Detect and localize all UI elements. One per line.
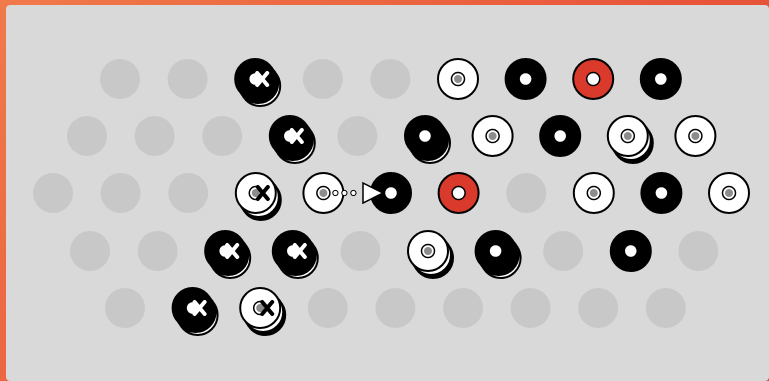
board-hole[interactable]: [511, 288, 551, 328]
board-piece-black-x[interactable]: [205, 231, 250, 278]
board-hole[interactable]: [340, 231, 380, 271]
board-hole[interactable]: [105, 288, 145, 328]
board-hole[interactable]: [168, 173, 208, 213]
board-piece-white-x[interactable]: [236, 173, 281, 220]
board-hole[interactable]: [67, 116, 107, 156]
board-hole[interactable]: [543, 231, 583, 271]
board-hole[interactable]: [168, 59, 208, 99]
board-hole[interactable]: [303, 59, 343, 99]
board-piece-black-stack[interactable]: [405, 116, 450, 163]
board-piece-black-x[interactable]: [270, 116, 315, 163]
board-piece-white[interactable]: [438, 59, 478, 99]
board-piece-black[interactable]: [540, 116, 580, 156]
board-piece-white-x[interactable]: [240, 288, 285, 335]
game-board: [6, 5, 769, 381]
board-canvas: [6, 5, 769, 381]
board-piece-white-stack[interactable]: [408, 231, 453, 278]
board-piece-white-stack[interactable]: [608, 116, 653, 163]
board-hole[interactable]: [337, 116, 377, 156]
board-piece-black[interactable]: [506, 59, 546, 99]
board-hole[interactable]: [100, 59, 140, 99]
board-hole[interactable]: [101, 173, 141, 213]
board-piece-black[interactable]: [611, 231, 651, 271]
board-hole[interactable]: [135, 116, 175, 156]
board-piece-black[interactable]: [641, 173, 681, 213]
board-hole[interactable]: [370, 59, 410, 99]
board-hole[interactable]: [678, 231, 718, 271]
board-piece-red[interactable]: [439, 173, 479, 213]
board-hole[interactable]: [308, 288, 348, 328]
board-piece-white[interactable]: [574, 173, 614, 213]
board-piece-white[interactable]: [709, 173, 749, 213]
board-piece-black-stack[interactable]: [476, 231, 521, 278]
board-hole[interactable]: [375, 288, 415, 328]
board-piece-black-x[interactable]: [235, 59, 280, 106]
board-hole[interactable]: [70, 231, 110, 271]
board-piece-red[interactable]: [573, 59, 613, 99]
board-hole[interactable]: [646, 288, 686, 328]
board-hole[interactable]: [443, 288, 483, 328]
board-piece-black[interactable]: [641, 59, 681, 99]
board-hole[interactable]: [202, 116, 242, 156]
board-piece-white[interactable]: [675, 116, 715, 156]
board-piece-black-x[interactable]: [273, 231, 318, 278]
board-piece-white[interactable]: [473, 116, 513, 156]
board-hole[interactable]: [578, 288, 618, 328]
board-hole[interactable]: [138, 231, 178, 271]
board-hole[interactable]: [506, 173, 546, 213]
board-piece-black-x[interactable]: [173, 288, 218, 335]
board-hole[interactable]: [33, 173, 73, 213]
